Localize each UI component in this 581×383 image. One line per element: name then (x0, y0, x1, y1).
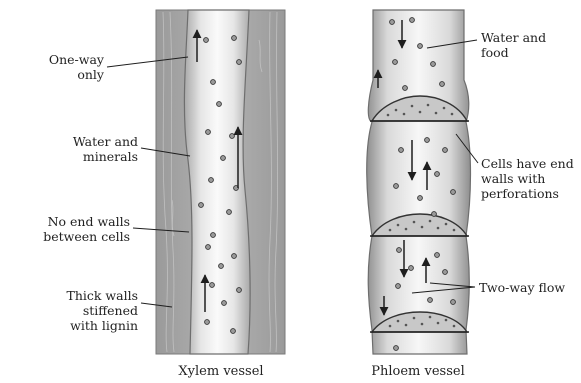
particle (393, 60, 398, 65)
label-one-way: One-way only (20, 52, 104, 82)
particle (418, 44, 423, 49)
particle (231, 329, 236, 334)
particle (390, 20, 395, 25)
label-water-food: Water and food (481, 30, 576, 60)
label-thick-walls: Thick walls stiffened with lignin (10, 288, 138, 333)
particle (440, 82, 445, 87)
particle (451, 190, 456, 195)
particle (237, 288, 242, 293)
particle (230, 134, 235, 139)
particle (210, 283, 215, 288)
particle (443, 270, 448, 275)
particle (222, 301, 227, 306)
particle (232, 254, 237, 259)
caption-xylem: Xylem vessel (161, 364, 281, 379)
particle (432, 212, 437, 217)
particle (204, 38, 209, 43)
label-no-end-walls: No end walls between cells (6, 214, 130, 244)
particle (435, 172, 440, 177)
particle (205, 320, 210, 325)
particle (206, 130, 211, 135)
particle (409, 266, 414, 271)
particle (399, 148, 404, 153)
particle (221, 156, 226, 161)
particle (219, 264, 224, 269)
particle (211, 80, 216, 85)
particle (394, 184, 399, 189)
particle (403, 86, 408, 91)
label-water-minerals: Water and minerals (20, 134, 138, 164)
label-two-way: Two-way flow (479, 280, 577, 295)
particle (199, 203, 204, 208)
particle (396, 284, 401, 289)
particle (435, 253, 440, 258)
particle (425, 138, 430, 143)
particle (394, 346, 399, 351)
particle (418, 196, 423, 201)
particle (217, 102, 222, 107)
particle (451, 300, 456, 305)
particle (211, 233, 216, 238)
particle (209, 178, 214, 183)
particle (237, 60, 242, 65)
particle (232, 36, 237, 41)
particle (428, 298, 433, 303)
xylem-vessel (156, 10, 285, 354)
label-cells-end-walls: Cells have end walls with perforations (481, 156, 579, 201)
particle (443, 148, 448, 153)
particle (227, 210, 232, 215)
caption-phloem: Phloem vessel (358, 364, 478, 379)
particle (410, 18, 415, 23)
particle (397, 248, 402, 253)
particle (206, 245, 211, 250)
particle (431, 62, 436, 67)
